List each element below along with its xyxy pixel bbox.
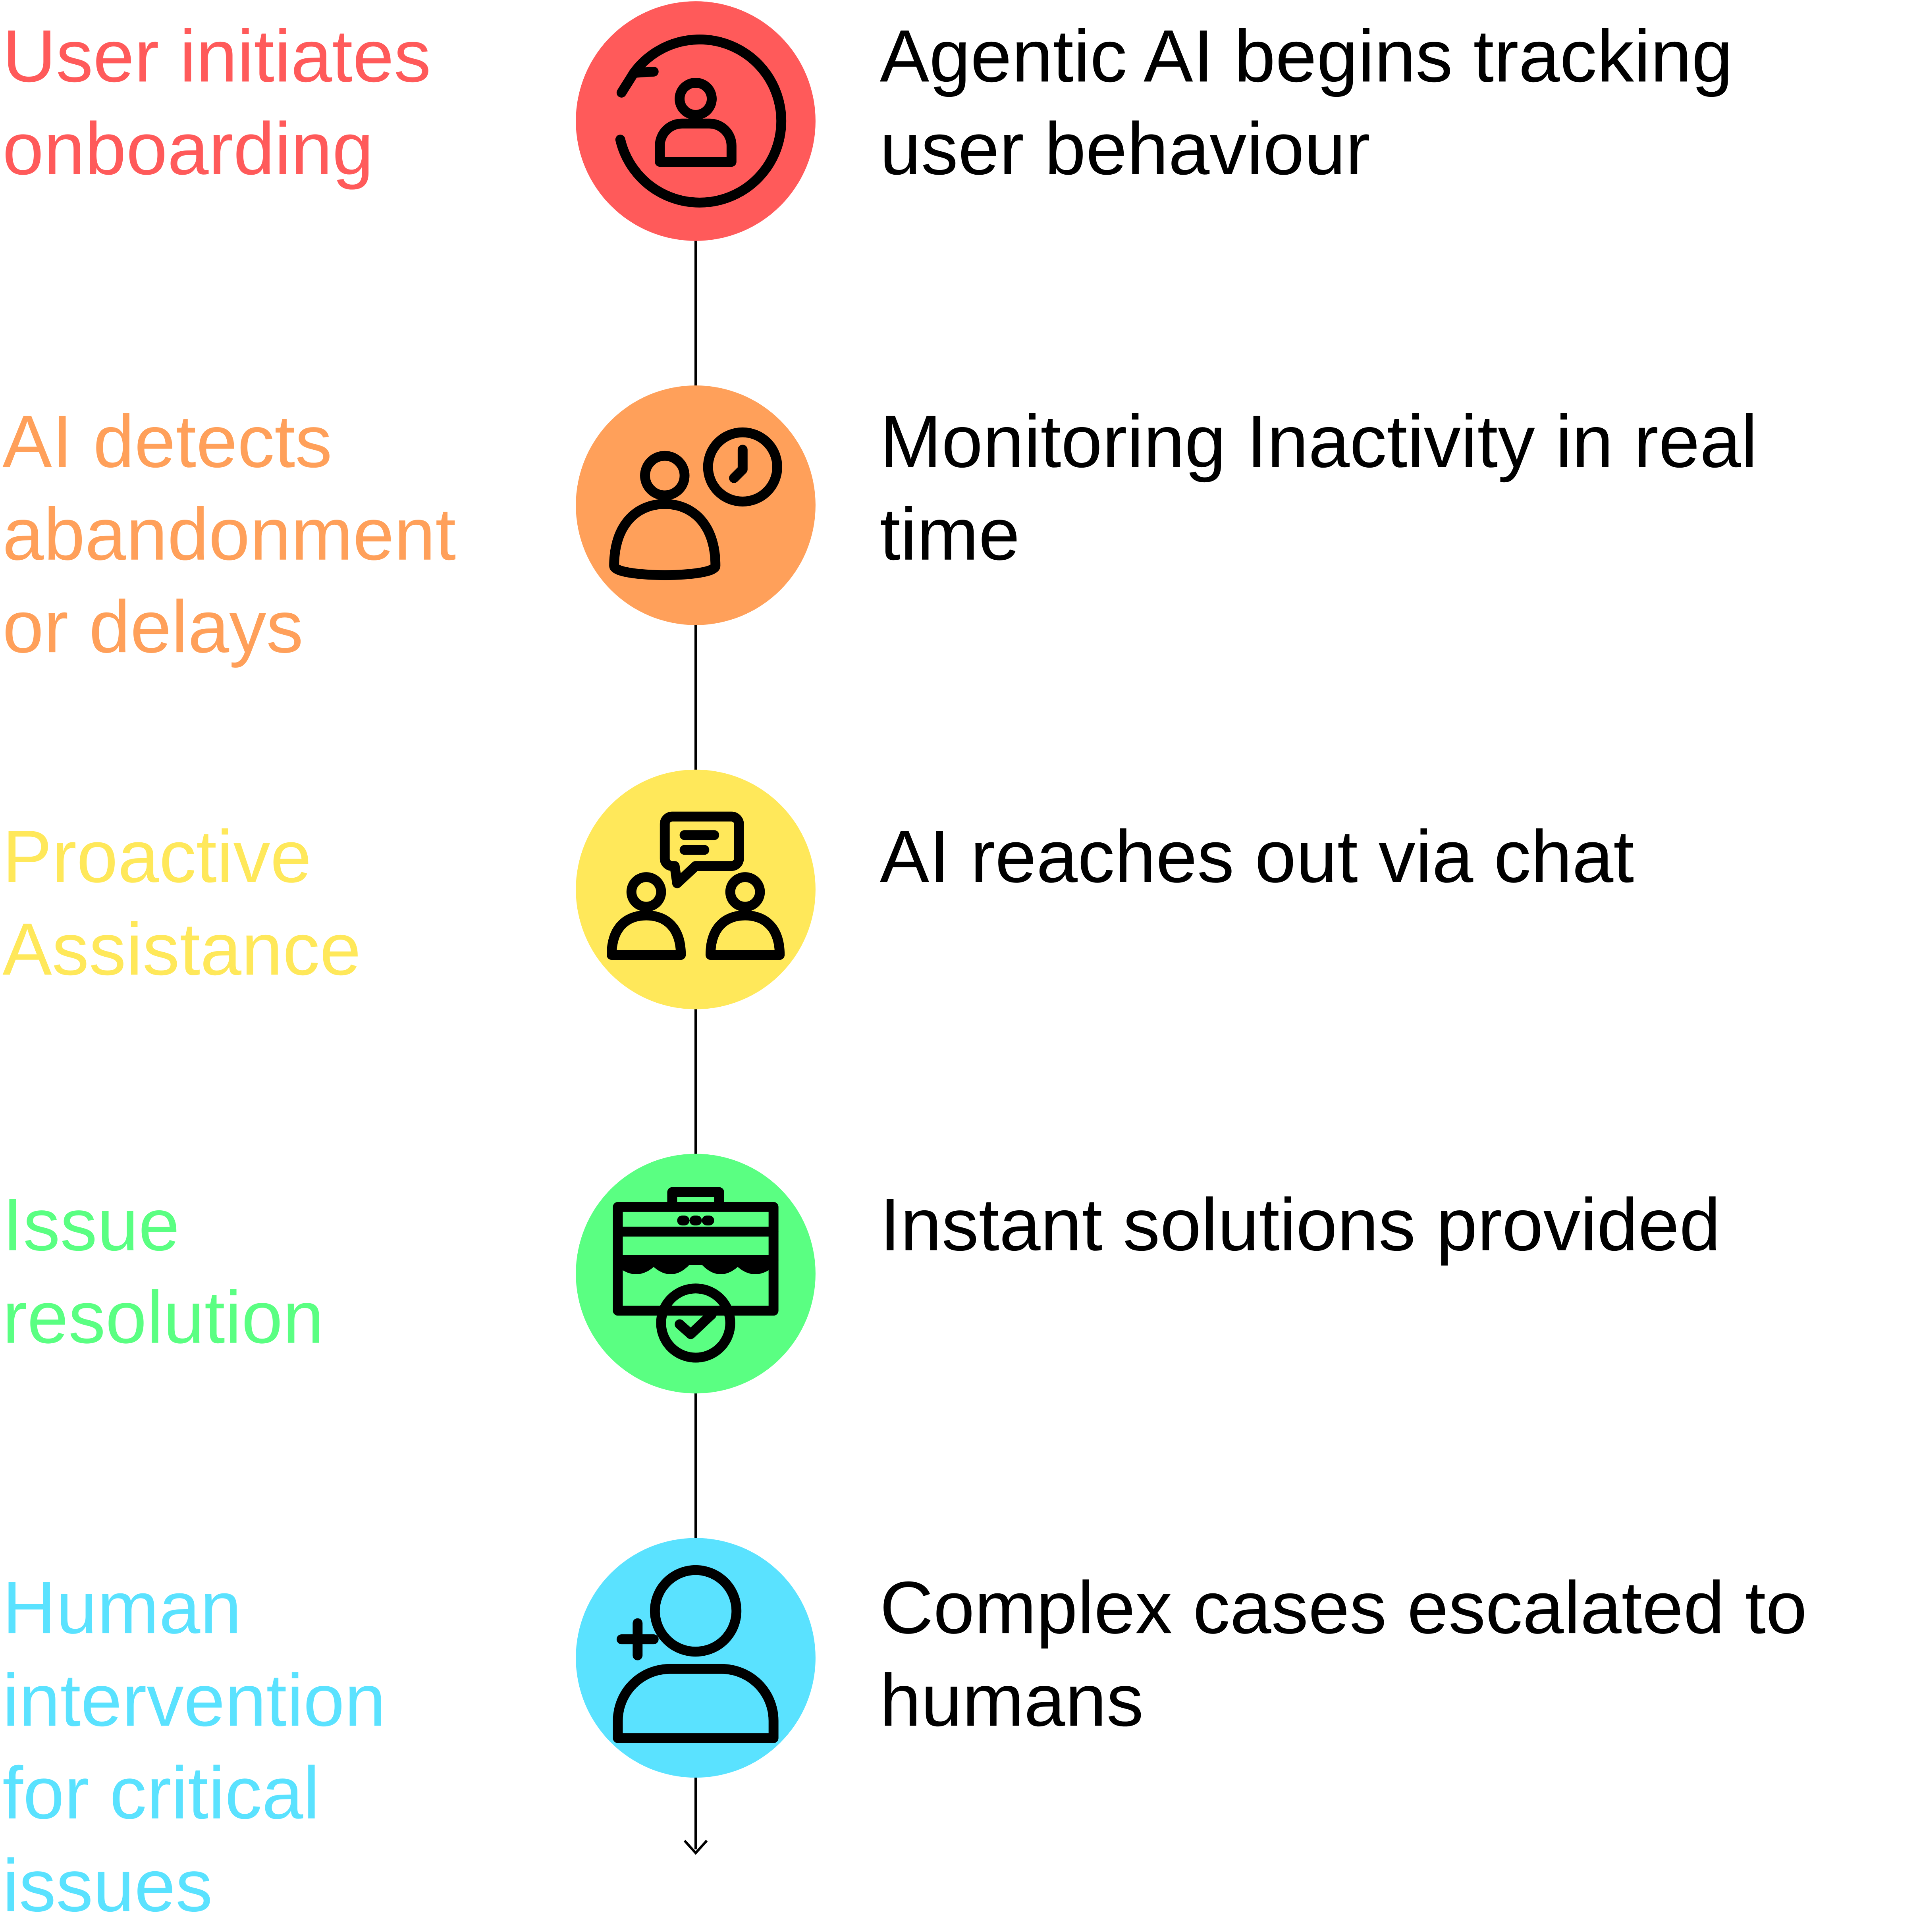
step-title: User initiates onboarding bbox=[2, 15, 431, 191]
step-title: Issue resolution bbox=[2, 1183, 324, 1359]
step-title: Proactive Assistance bbox=[2, 815, 361, 991]
step-description: Monitoring Inactivity in real time bbox=[879, 400, 1758, 576]
step-title: Human intervention for critical issues bbox=[2, 1566, 386, 1927]
step-description: Complex cases escalated to humans bbox=[879, 1566, 1807, 1742]
add-user-icon bbox=[576, 1538, 816, 1778]
user-clock-icon bbox=[576, 385, 816, 625]
step-title: AI detects abandonment or delays bbox=[2, 400, 456, 668]
step-description: Instant solutions provided bbox=[879, 1183, 1721, 1266]
step-description: Agentic AI begins tracking user behaviou… bbox=[879, 15, 1733, 191]
onboarding-flow-diagram: User initiates onboarding Agentic AI beg… bbox=[2, 1, 1807, 1927]
step-description: AI reaches out via chat bbox=[879, 815, 1634, 898]
toolbox-check-icon bbox=[576, 1154, 816, 1394]
user-refresh-icon bbox=[576, 1, 816, 241]
chat-users-icon bbox=[576, 769, 816, 1009]
